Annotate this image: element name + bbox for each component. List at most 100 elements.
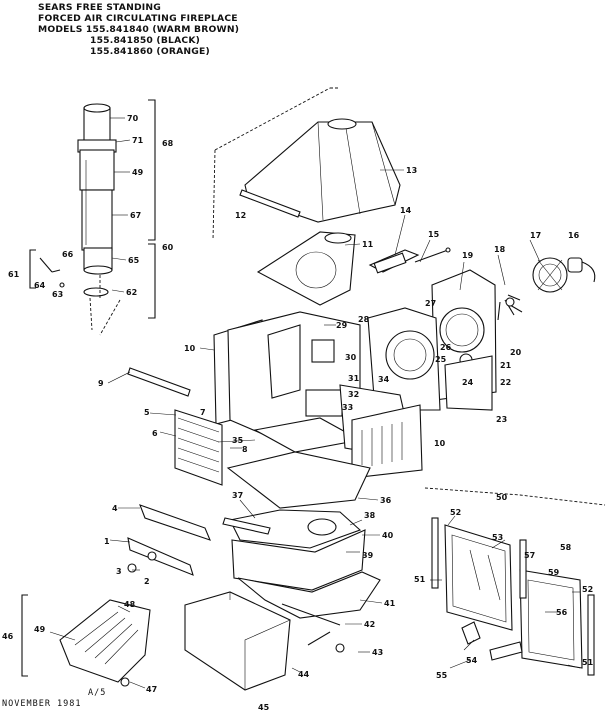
callout-31: 31 [348,374,360,383]
callout-26: 26 [440,343,452,352]
callout-61: 61 [8,270,20,279]
flue-collar [256,231,356,306]
callout-37: 37 [232,491,243,500]
callout-16: 16 [568,231,580,240]
callout-71: 71 [132,136,144,145]
callout-45: 45 [258,703,270,712]
callout-6: 6 [152,429,158,438]
bracket-parts [368,247,451,274]
callout-44: 44 [298,670,310,679]
callout-59: 59 [548,568,560,577]
poker-tool [281,603,345,653]
callout-39: 39 [362,551,374,560]
callout-10b: 10 [434,439,446,448]
callout-38: 38 [364,511,376,520]
hood-trim-strip [239,189,301,218]
callout-25: 25 [435,355,447,364]
hood-cover [244,118,401,223]
callout-22: 22 [500,378,511,387]
callout-55: 55 [436,671,448,680]
base-assembly [222,509,381,619]
callout-58: 58 [560,543,572,552]
callout-3: 3 [116,567,122,576]
callout-35: 35 [232,436,244,445]
callout-43: 43 [372,648,383,657]
floor-plate [226,451,371,509]
callout-labels: 70 71 68 49 67 60 66 65 61 64 63 62 13 1… [2,114,594,712]
callout-46: 46 [2,632,14,641]
callout-8: 8 [242,445,248,454]
callout-52b: 52 [582,585,593,594]
callout-20: 20 [510,348,522,357]
chimney-pipe-assembly [29,99,156,336]
callout-56: 56 [556,608,568,617]
callout-13: 13 [406,166,417,175]
callout-51b: 51 [582,658,594,667]
callout-68: 68 [162,139,174,148]
callout-54: 54 [466,656,478,665]
callout-12: 12 [235,211,246,220]
callout-50: 50 [496,493,508,502]
side-screen [174,409,223,486]
title-line-3: MODELS 155.841840 (WARM BROWN) [38,24,240,35]
callout-24: 24 [462,378,474,387]
hood-outline-dashes [212,87,340,241]
callout-33: 33 [342,403,353,412]
callout-40: 40 [382,531,394,540]
callout-48: 48 [124,600,136,609]
grate-bars [127,504,211,576]
callout-10a: 10 [184,344,196,353]
callout-5: 5 [144,408,150,417]
callout-1: 1 [104,537,110,546]
callout-36: 36 [380,496,392,505]
callout-49: 49 [34,625,46,634]
callout-2: 2 [144,577,150,586]
callout-23: 23 [496,415,507,424]
bracket-46 [21,594,28,677]
blower-assembly [367,257,596,411]
callout-27: 27 [425,299,436,308]
callout-60: 60 [162,243,174,252]
callout-42: 42 [364,620,375,629]
callout-32: 32 [348,390,359,399]
title-line-2: FORCED AIR CIRCULATING FIREPLACE [38,13,238,24]
callout-17: 17 [530,231,541,240]
callout-41: 41 [384,599,396,608]
firebox-body [127,311,423,479]
callout-34: 34 [378,375,390,384]
callout-62: 62 [126,288,137,297]
callout-21: 21 [500,361,512,370]
callout-29: 29 [336,321,348,330]
callout-15: 15 [428,230,440,239]
callout-70: 70 [127,114,139,123]
callout-57: 57 [524,551,535,560]
callout-63: 63 [52,290,63,299]
callout-7: 7 [200,408,206,417]
title-line-5: 155.841860 (ORANGE) [90,46,210,57]
callout-14: 14 [400,206,412,215]
callout-65: 65 [128,256,140,265]
page-number: A/5 [88,688,107,698]
glass-door-assembly [424,487,606,676]
callout-18: 18 [494,245,506,254]
callout-69: 49 [132,168,144,177]
callout-67: 67 [130,211,141,220]
callout-53: 53 [492,533,503,542]
callout-51: 51 [414,575,426,584]
log-grate [59,599,151,687]
callout-52: 52 [450,508,461,517]
callout-19: 19 [462,251,474,260]
callout-64: 64 [34,281,46,290]
title-line-4: 155.841850 (BLACK) [90,35,201,46]
title-line-1: SEARS FREE STANDING [38,2,162,13]
callout-47: 47 [146,685,157,694]
callout-30: 30 [345,353,357,362]
leader-lines [49,117,581,689]
callout-28: 28 [358,315,370,324]
callout-4: 4 [112,504,118,513]
callout-9: 9 [98,379,104,388]
revision-date: NOVEMBER 1981 [2,699,82,709]
ash-pan [184,591,291,691]
